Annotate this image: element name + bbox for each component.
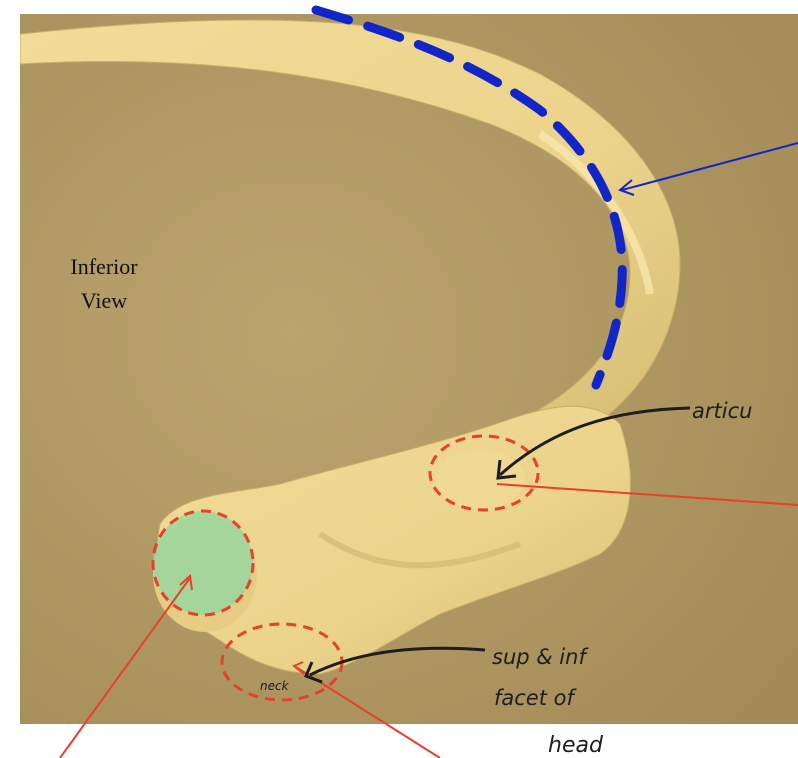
caption-line-1: Inferior: [70, 254, 138, 279]
bone-shading: [537, 130, 654, 295]
ink-arrowhead-tubercle: [496, 459, 517, 480]
articular-facet-highlight: [151, 509, 255, 617]
handwritten-note-line-1: sup & inf: [492, 645, 589, 669]
ink-arrowhead-facets: [304, 661, 323, 684]
blue-arrowhead: [618, 179, 635, 196]
rib-photograph: [20, 14, 798, 724]
view-caption: Inferior View: [44, 250, 164, 318]
tubercle-circle: [428, 434, 540, 512]
blue-dashed-border-line: [311, 5, 627, 390]
red-pointer-head: [59, 577, 191, 758]
bone-shading: [318, 531, 522, 569]
handwritten-note-line-3: head: [548, 733, 604, 758]
red-arrowhead-facets: [292, 661, 305, 675]
red-pointer-tubercle: [496, 483, 798, 506]
red-arrowhead-head: [179, 574, 193, 591]
blue-pointer-arrow: [621, 142, 798, 191]
handwritten-note-line-2: facet of: [494, 686, 577, 710]
handwritten-label-articular: articu: [692, 399, 752, 423]
ink-arrow-tubercle: [498, 406, 691, 477]
caption-line-2: View: [80, 288, 128, 313]
ink-arrow-facets: [309, 646, 486, 677]
handwritten-small-note: neck: [260, 679, 290, 693]
tubercle-bump: [435, 449, 525, 509]
